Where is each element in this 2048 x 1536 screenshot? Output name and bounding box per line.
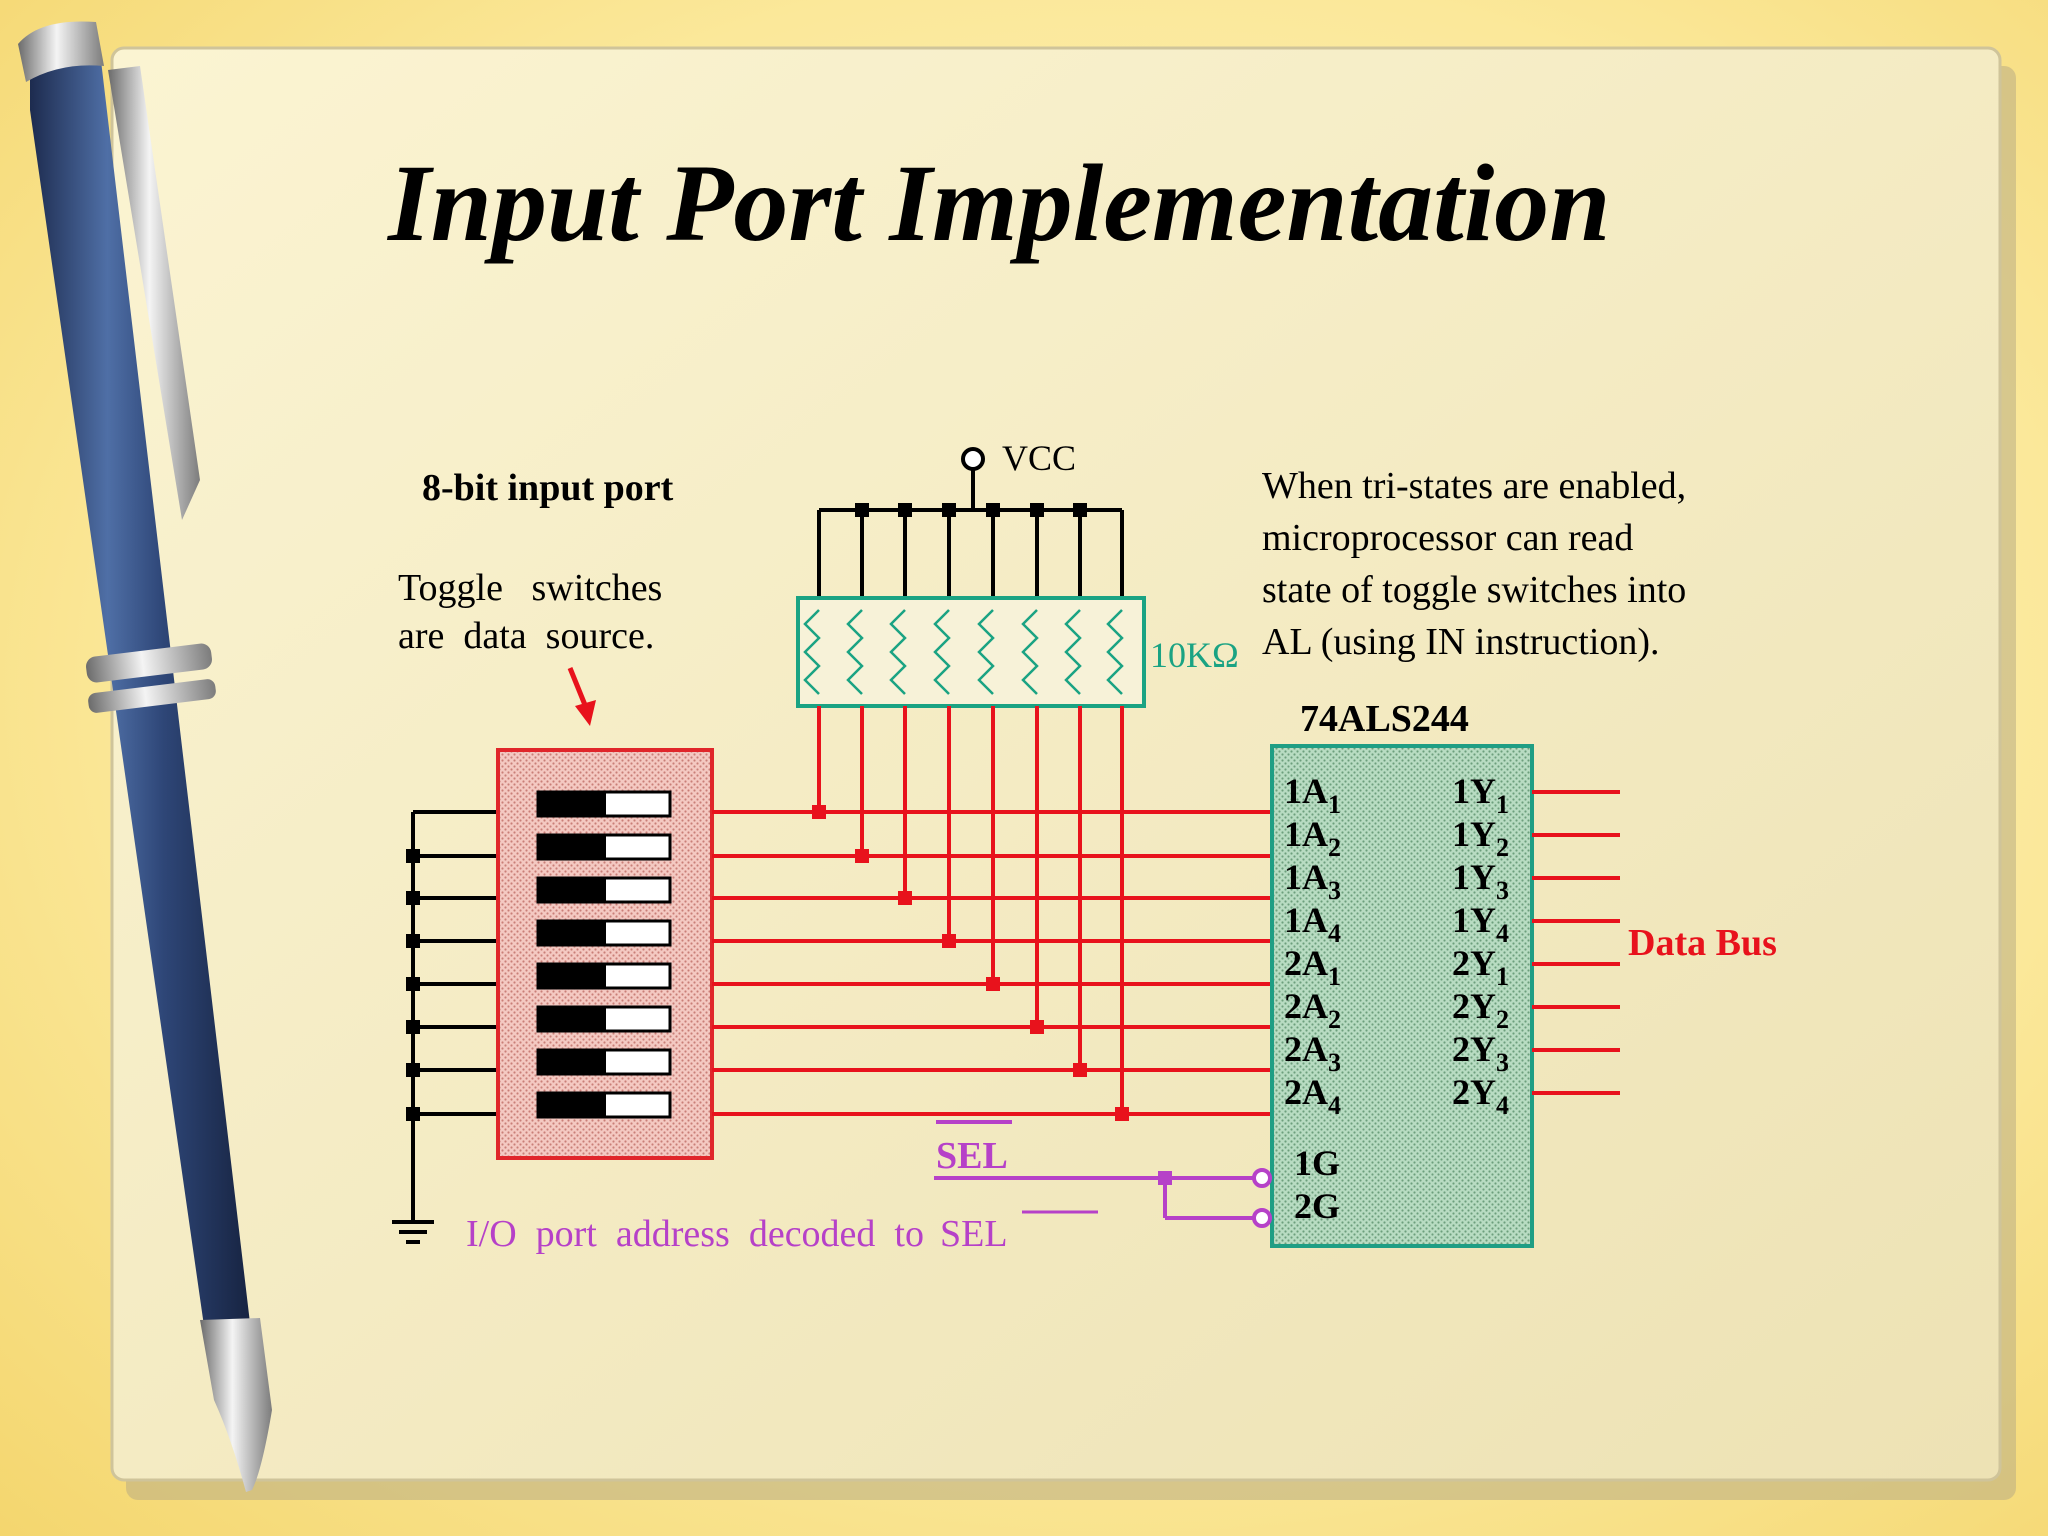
pin-2a4-main: 2A [1284,1072,1328,1112]
switch-7 [536,1048,672,1076]
toggle-label-line2: are data source. [398,615,654,657]
toggle-label-line1: Toggle switches [398,567,662,609]
svg-text:2A3: 2A3 [1284,1029,1341,1077]
pin-1a1-sub: 1 [1328,790,1341,819]
pin-2y1-main: 2Y [1452,943,1496,983]
decode-text-sel: SEL [940,1213,1008,1255]
slide-title: Input Port Implementation [386,142,1610,264]
ground-symbol [392,1220,434,1244]
pin-1a4-main: 1A [1284,900,1328,940]
pin-2a1-main: 2A [1284,943,1328,983]
svg-text:2Y1: 2Y1 [1452,943,1509,991]
port-heading: 8-bit input port [422,467,674,509]
switch-6 [536,1005,672,1033]
svg-text:2Y2: 2Y2 [1452,986,1509,1034]
pin-1y3-sub: 3 [1496,876,1509,905]
pointer-arrow [567,667,596,726]
pin-1y1-main: 1Y [1452,771,1496,811]
svg-text:1A2: 1A2 [1284,814,1341,862]
switch-8 [536,1091,672,1119]
pin-2y4-sub: 4 [1496,1091,1509,1120]
switch-1 [536,790,672,818]
sel-junction [1158,1171,1172,1185]
pin-1y4-sub: 4 [1496,919,1509,948]
sel-label: SEL [936,1135,1008,1177]
chip-input-pin-labels: 1A1 1A2 1A3 1A4 2A1 2A2 2A3 2A4 [1284,771,1341,1120]
pin-1a2-sub: 2 [1328,833,1341,862]
description-paragraph: When tri-states are enabled, microproces… [1262,465,1686,663]
ground-junctions [406,849,420,1121]
pin-2y1-sub: 1 [1496,962,1509,991]
switch-3 [536,876,672,904]
pin-1a4-sub: 4 [1328,919,1341,948]
pin-1a2-main: 1A [1284,814,1328,854]
description-line-2: microprocessor can read [1262,517,1633,559]
svg-text:1Y1: 1Y1 [1452,771,1509,819]
pin-2y2-main: 2Y [1452,986,1496,1026]
pin-2y2-sub: 2 [1496,1005,1509,1034]
chip-74als244 [1270,744,1534,1248]
svg-text:2A4: 2A4 [1284,1072,1341,1120]
pullup-junctions [812,805,1129,1121]
pullup-wires [817,706,1124,1114]
pin-1g: 1G [1294,1143,1340,1183]
svg-text:1A4: 1A4 [1284,900,1341,948]
svg-text:1A1: 1A1 [1284,771,1341,819]
resistor-label: 10KΩ [1150,635,1239,675]
svg-text:1Y4: 1Y4 [1452,900,1509,948]
chip-label: 74ALS244 [1300,698,1469,740]
chip-output-pin-labels: 1Y1 1Y2 1Y3 1Y4 2Y1 2Y2 2Y3 2Y4 [1452,771,1509,1120]
data-bus-label: Data Bus [1628,922,1777,964]
pin-2y3-main: 2Y [1452,1029,1496,1069]
pin-1a3-sub: 3 [1328,876,1341,905]
pen-illustration [18,21,272,1492]
svg-text:2Y4: 2Y4 [1452,1072,1509,1120]
pin-2a2-sub: 2 [1328,1005,1341,1034]
pin-1y4-main: 1Y [1452,900,1496,940]
pin-1y2-sub: 2 [1496,833,1509,862]
pin-1a1-main: 1A [1284,771,1328,811]
pin-2g: 2G [1294,1186,1340,1226]
data-bus-wires [1532,790,1620,1095]
pin-1y2-main: 1Y [1452,814,1496,854]
description-line-3: state of toggle switches into [1262,569,1686,611]
svg-text:2A1: 2A1 [1284,943,1341,991]
switch-2 [536,833,672,861]
toggle-switch-bank [496,748,714,1160]
switch-5 [536,962,672,990]
pin-2a2-main: 2A [1284,986,1328,1026]
pin-2a3-main: 2A [1284,1029,1328,1069]
vcc-junctions [855,503,1087,517]
pin-2y4-main: 2Y [1452,1072,1496,1112]
svg-text:2A2: 2A2 [1284,986,1341,1034]
resistor-pack [796,596,1146,708]
svg-text:1Y2: 1Y2 [1452,814,1509,862]
pin-2a1-sub: 1 [1328,962,1341,991]
pin-2a4-sub: 4 [1328,1091,1341,1120]
pin-1y1-sub: 1 [1496,790,1509,819]
description-line-1: When tri-states are enabled, [1262,465,1686,507]
decode-text-prefix: I/O port address decoded to [466,1213,924,1255]
ground-rail [411,810,498,1220]
svg-text:1Y3: 1Y3 [1452,857,1509,905]
svg-text:2Y3: 2Y3 [1452,1029,1509,1077]
pin-2y3-sub: 3 [1496,1048,1509,1077]
paper-card [110,46,2016,1500]
vcc-label: VCC [1002,438,1076,478]
vcc-terminal [817,447,1124,598]
pin-1y3-main: 1Y [1452,857,1496,897]
decode-text: I/O port address decoded to SEL [466,1213,1008,1255]
svg-text:1A3: 1A3 [1284,857,1341,905]
pin-2a3-sub: 3 [1328,1048,1341,1077]
switch-4 [536,919,672,947]
pin-1a3-main: 1A [1284,857,1328,897]
description-line-4: AL (using IN instruction). [1262,621,1660,663]
